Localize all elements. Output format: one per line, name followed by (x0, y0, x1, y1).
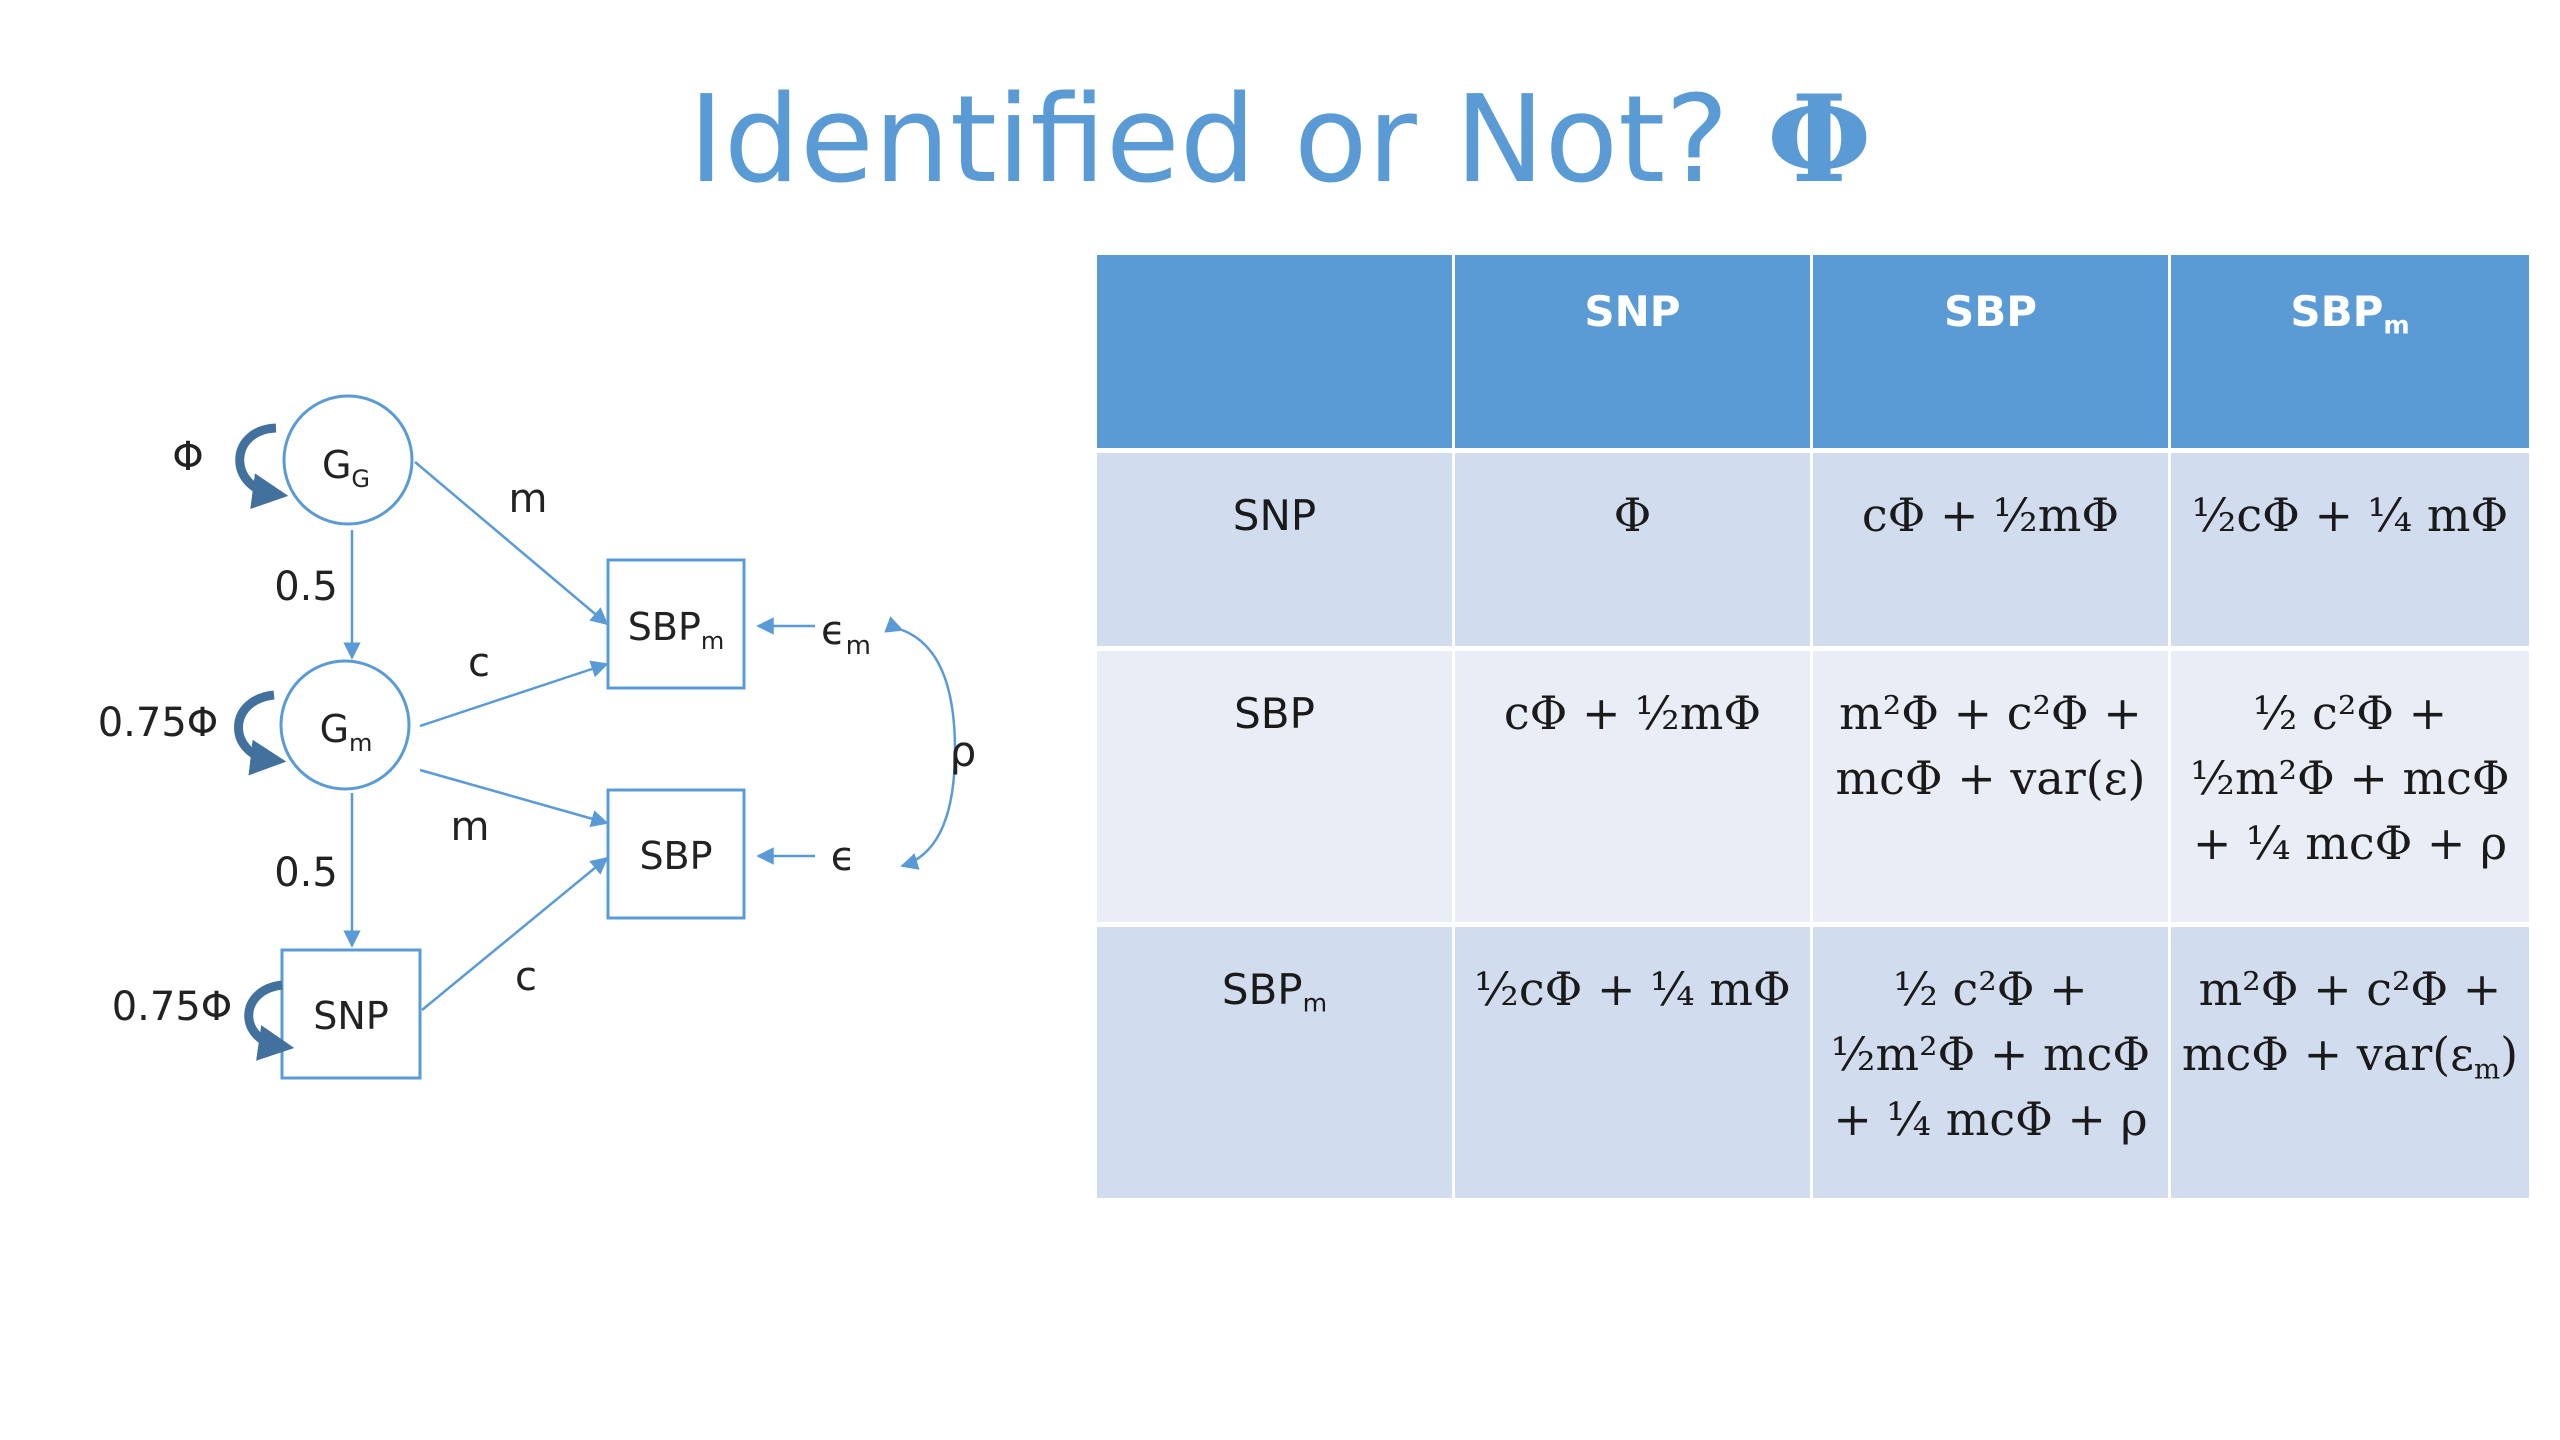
edge-label-gm-snp: 0.5 (274, 850, 338, 896)
table-cell: m²Φ + c²Φ + mcΦ + var(εm) (2171, 927, 2529, 1203)
variance-loop-gm (234, 690, 287, 776)
table-cell: Φ (1455, 453, 1813, 651)
node-gm (279, 659, 411, 791)
node-sbp-label: SBP (639, 834, 712, 878)
node-gg (282, 394, 414, 526)
node-gg-label: GG (322, 443, 370, 493)
node-sbpm-label: SBPm (628, 605, 725, 655)
table-cell: cΦ + ½mΦ (1455, 651, 1813, 927)
variance-loop-gg (235, 423, 289, 510)
node-snp-label: SNP (313, 994, 388, 1038)
header-cell-sbp: SBP (1813, 255, 2171, 453)
variance-label-snp: 0.75Φ (112, 984, 233, 1030)
table-cell: ½cΦ + ¼ mΦ (2171, 453, 2529, 651)
header-cell-corner (1097, 255, 1455, 453)
header-cell-sbpm: SBPm (2171, 255, 2529, 453)
table-header-row: SNP SBP SBPm (1097, 255, 2529, 453)
table-cell: ½ c²Φ + ½m²Φ + mcΦ + ¼ mcΦ + ρ (1813, 927, 2171, 1203)
table-cell: m²Φ + c²Φ + mcΦ + var(ε) (1813, 651, 2171, 927)
table-cell: ½ c²Φ + ½m²Φ + mcΦ + ¼ mcΦ + ρ (2171, 651, 2529, 927)
header-cell-snp: SNP (1455, 255, 1813, 453)
correlation-arrow (884, 616, 957, 870)
edge-label-gm-sbp: m (451, 804, 490, 850)
arrow-gm-to-sbp (419, 768, 609, 828)
table-cell: cΦ + ½mΦ (1813, 453, 2171, 651)
table-row: SNP Φ cΦ + ½mΦ ½cΦ + ¼ mΦ (1097, 453, 2529, 651)
table-cell: ½cΦ + ¼ mΦ (1455, 927, 1813, 1203)
node-sbp (606, 788, 746, 920)
table-row: SBP cΦ + ½mΦ m²Φ + c²Φ + mcΦ + var(ε) ½ … (1097, 651, 2529, 927)
arrow-gg-to-sbpm (414, 461, 609, 626)
arrow-gm-to-sbpm (419, 660, 609, 728)
error-term-em: ϵm (821, 608, 871, 661)
correlation-label-rho: ρ (950, 727, 977, 776)
node-snp (280, 948, 422, 1080)
edge-label-gg-gm: 0.5 (274, 564, 338, 610)
row-label-sbpm: SBPm (1097, 927, 1455, 1203)
table-row: SBPm ½cΦ + ¼ mΦ ½ c²Φ + ½m²Φ + mcΦ + ¼ m… (1097, 927, 2529, 1203)
path-diagram: GG Gm SNP SBPm SBP Φ 0.75Φ 0.75Φ m 0.5 c… (98, 394, 977, 1080)
row-label-sbp: SBP (1097, 651, 1455, 927)
variance-label-gg: Φ (172, 434, 203, 480)
covariance-table: SNP SBP SBPm SNP Φ cΦ + ½mΦ ½cΦ + ¼ mΦ S… (1097, 255, 2529, 1203)
slide-title-text: Identified or Not? (688, 71, 1729, 210)
title-phi-symbol: Φ (1767, 69, 1872, 210)
edge-label-gm-sbpm: c (468, 640, 490, 686)
node-gm-label: Gm (320, 707, 373, 757)
arrow-snp-to-sbp (421, 856, 609, 1011)
variance-loop-snp (244, 980, 295, 1061)
row-label-snp: SNP (1097, 453, 1455, 651)
edge-label-gg-sbpm: m (509, 476, 548, 522)
edge-label-snp-sbp: c (515, 954, 537, 1000)
slide-title: Identified or Not? Φ (0, 70, 2560, 211)
error-term-e: ϵ (831, 834, 856, 880)
node-sbpm (606, 558, 746, 690)
variance-label-gm: 0.75Φ (98, 700, 219, 746)
